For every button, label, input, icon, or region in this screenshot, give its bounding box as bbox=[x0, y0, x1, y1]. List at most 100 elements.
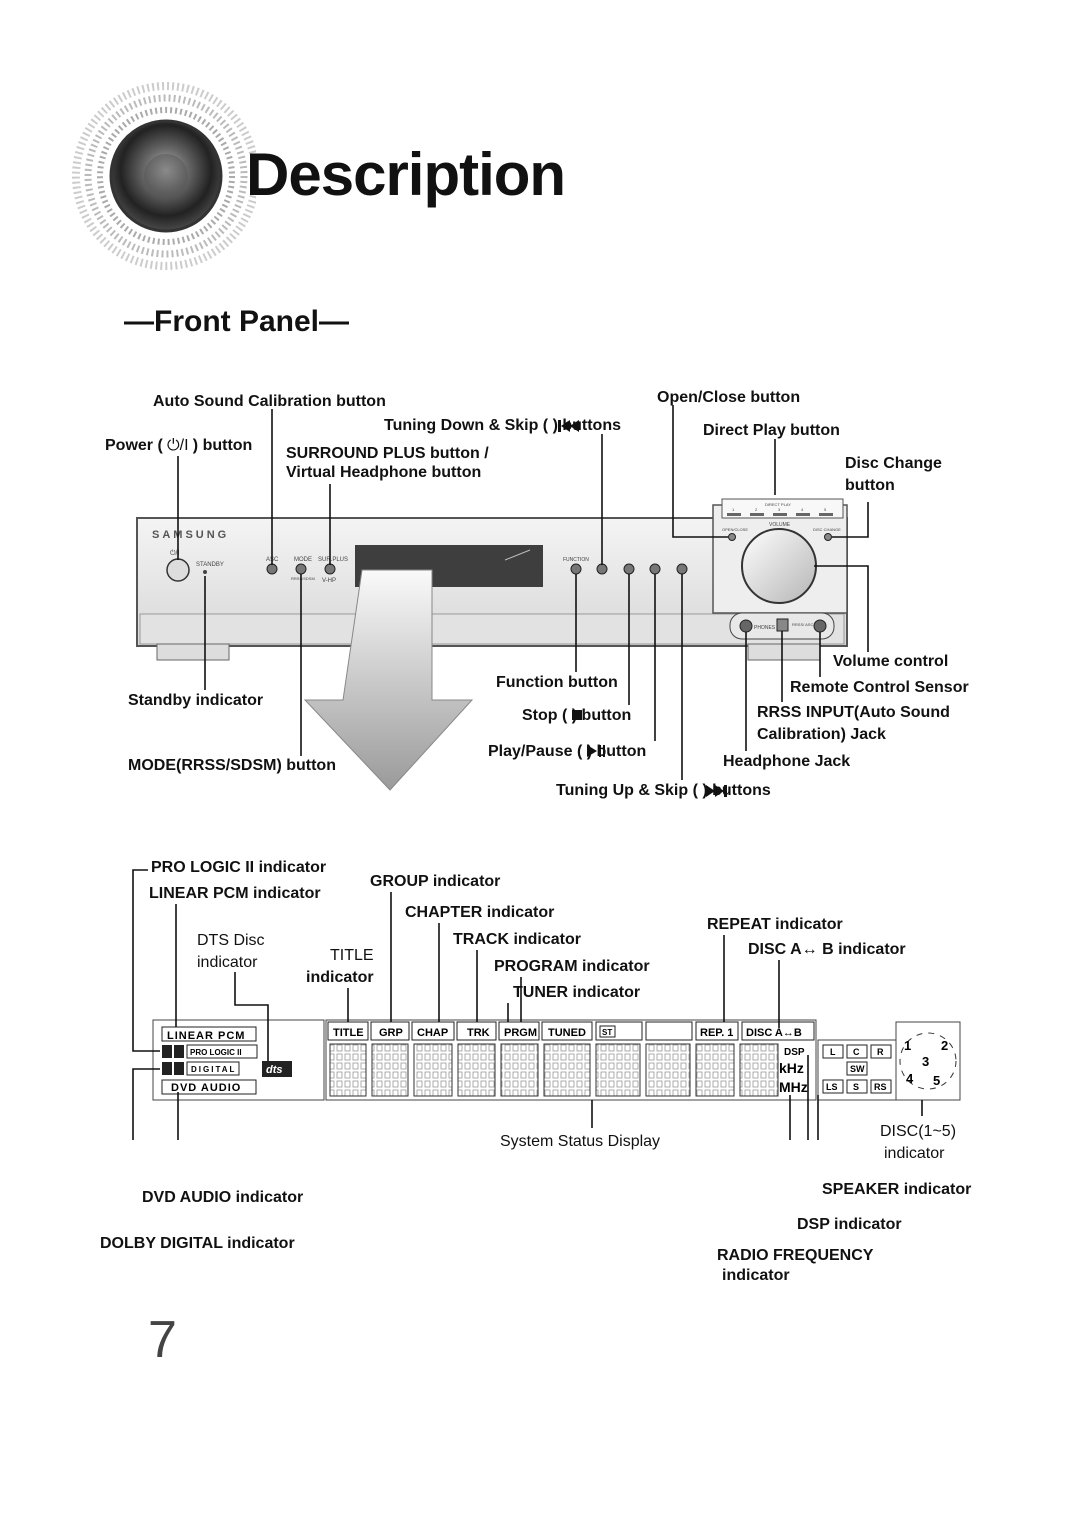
disc-3: 3 bbox=[922, 1054, 929, 1069]
label-disc-change-2: button bbox=[845, 477, 895, 494]
page-title: Description bbox=[246, 141, 566, 208]
power-icon: ⏻/I bbox=[167, 437, 189, 454]
panel-open-close-label: OPEN/CLOSE bbox=[722, 527, 748, 532]
label-radio-2: indicator bbox=[722, 1267, 790, 1284]
label-standby: Standby indicator bbox=[128, 692, 264, 709]
dsp-indicator: DSP bbox=[784, 1047, 805, 1058]
program-indicator: PRGM bbox=[504, 1027, 537, 1039]
disc-2: 2 bbox=[941, 1038, 948, 1053]
label-surround-plus: SURROUND PLUS button / bbox=[286, 445, 489, 462]
mode-button[interactable] bbox=[295, 563, 307, 575]
tuning-up-button[interactable] bbox=[676, 563, 688, 575]
front-panel-diagram: SAMSUNG ⏻/I STANDBY ASC MODE RRSS/SDSM S… bbox=[136, 405, 869, 791]
dp-2-label: 2 bbox=[755, 507, 758, 512]
disc-1: 1 bbox=[904, 1038, 911, 1053]
group-indicator: GRP bbox=[379, 1027, 403, 1039]
tuned-indicator: TUNED bbox=[548, 1027, 586, 1039]
disp-digital: DIGITAL bbox=[191, 1065, 236, 1074]
panel-standby-label: STANDBY bbox=[196, 562, 224, 568]
function-button[interactable] bbox=[570, 563, 582, 575]
panel-rrss-asc-label: RRSS/ ASC IN bbox=[792, 622, 819, 627]
stereo-indicator: ST bbox=[602, 1028, 612, 1037]
label-dolby-digital: DOLBY DIGITAL indicator bbox=[100, 1235, 295, 1252]
dvd-audio-indicator bbox=[161, 1079, 257, 1095]
segment-digits bbox=[329, 1043, 779, 1097]
disc-4: 4 bbox=[906, 1071, 914, 1086]
label-play-pause: Play/Pause ( ) button bbox=[488, 743, 647, 760]
label-volume-control: Volume control bbox=[833, 653, 949, 670]
speaker-logo-icon bbox=[72, 82, 256, 270]
disp-pro-logic: PRO LOGIC II bbox=[190, 1048, 242, 1057]
panel-function-label: FUNCTION bbox=[563, 557, 589, 563]
label-system-status: System Status Display bbox=[500, 1133, 661, 1150]
label-direct-play: Direct Play button bbox=[703, 422, 840, 439]
label-speaker: SPEAKER indicator bbox=[822, 1181, 972, 1198]
spk-l: L bbox=[830, 1047, 836, 1057]
label-rrss-input-1: RRSS INPUT(Auto Sound bbox=[757, 704, 950, 721]
repeat-indicator: REP. 1 bbox=[700, 1027, 733, 1039]
dp-4-label: 4 bbox=[801, 507, 804, 512]
play-pause-icon bbox=[587, 745, 605, 757]
surround-plus-button[interactable] bbox=[324, 563, 336, 575]
down-arrow-icon bbox=[303, 569, 474, 791]
panel-vhp-label: V-HP bbox=[322, 578, 336, 584]
label-power-post: ) button bbox=[192, 437, 253, 454]
label-track: TRACK indicator bbox=[453, 931, 581, 948]
disc-change-button[interactable] bbox=[824, 533, 832, 541]
title-indicator: TITLE bbox=[333, 1027, 364, 1039]
headphone-jack[interactable] bbox=[739, 619, 753, 633]
panel-rrss-sdsm-label: RRSS/SDSM bbox=[291, 576, 315, 581]
open-close-button[interactable] bbox=[728, 533, 736, 541]
label-mode: MODE(RRSS/SDSM) button bbox=[128, 757, 336, 774]
label-disc-change-1: Disc Change bbox=[845, 455, 942, 472]
power-button[interactable] bbox=[166, 558, 190, 582]
dolby-digital-indicator bbox=[186, 1061, 240, 1076]
panel-phones-label: PHONES bbox=[754, 625, 776, 631]
label-title-1: TITLE bbox=[330, 947, 374, 964]
label-power-pre: Power ( bbox=[105, 437, 163, 454]
label-function: Function button bbox=[496, 674, 618, 691]
spk-rs: RS bbox=[874, 1082, 887, 1092]
label-program: PROGRAM indicator bbox=[494, 958, 650, 975]
display-panel-diagram: LINEAR PCM PRO LOGIC II DIGITAL dts DVD … bbox=[132, 869, 961, 1140]
asc-button[interactable] bbox=[266, 563, 278, 575]
label-auto-sound-calibration: Auto Sound Calibration button bbox=[153, 393, 386, 410]
spk-sw: SW bbox=[850, 1064, 865, 1074]
direct-play-buttons[interactable] bbox=[727, 513, 833, 516]
disc-indicator bbox=[895, 1021, 961, 1101]
track-indicator: TRK bbox=[467, 1027, 490, 1039]
stop-icon bbox=[572, 710, 582, 720]
label-radio-1: RADIO FREQUENCY bbox=[717, 1247, 874, 1264]
mhz-indicator: MHz bbox=[779, 1079, 808, 1095]
panel-surplus-label: SUR.PLUS bbox=[318, 557, 348, 563]
label-dts-2: indicator bbox=[197, 954, 258, 971]
label-tuner: TUNER indicator bbox=[513, 984, 641, 1001]
stop-button[interactable] bbox=[623, 563, 635, 575]
page-number: 7 bbox=[148, 1311, 177, 1369]
label-dts-1: DTS Disc bbox=[197, 932, 265, 949]
label-linear-pcm: LINEAR PCM indicator bbox=[149, 885, 321, 902]
label-dvd-audio: DVD AUDIO indicator bbox=[142, 1189, 304, 1206]
chapter-indicator: CHAP bbox=[417, 1027, 448, 1039]
label-virtual-headphone: Virtual Headphone button bbox=[286, 464, 482, 481]
label-tuning-down: Tuning Down & Skip ( ) buttons bbox=[384, 417, 621, 434]
disp-dts: dts bbox=[266, 1064, 283, 1076]
label-repeat: REPEAT indicator bbox=[707, 916, 843, 933]
label-group: GROUP indicator bbox=[370, 873, 501, 890]
label-dsp: DSP indicator bbox=[797, 1216, 902, 1233]
display-leader-lines bbox=[132, 869, 923, 1140]
label-open-close: Open/Close button bbox=[657, 389, 801, 406]
label-remote-sensor: Remote Control Sensor bbox=[790, 679, 969, 696]
panel-disc-change-label: DISC CHANGE bbox=[813, 527, 841, 532]
volume-knob[interactable] bbox=[741, 528, 817, 604]
label-rrss-input-2: Calibration) Jack bbox=[757, 726, 886, 743]
panel-mode-label: MODE bbox=[294, 557, 312, 563]
rrss-input-jack[interactable] bbox=[813, 619, 827, 633]
label-chapter: CHAPTER indicator bbox=[405, 904, 555, 921]
panel-direct-play-label: DIRECT PLAY bbox=[765, 502, 791, 507]
brand-logo: SAMSUNG bbox=[152, 529, 229, 541]
spk-s: S bbox=[853, 1082, 859, 1092]
skip-forward-icon bbox=[706, 785, 727, 797]
play-pause-button[interactable] bbox=[649, 563, 661, 575]
tuning-down-button[interactable] bbox=[596, 563, 608, 575]
